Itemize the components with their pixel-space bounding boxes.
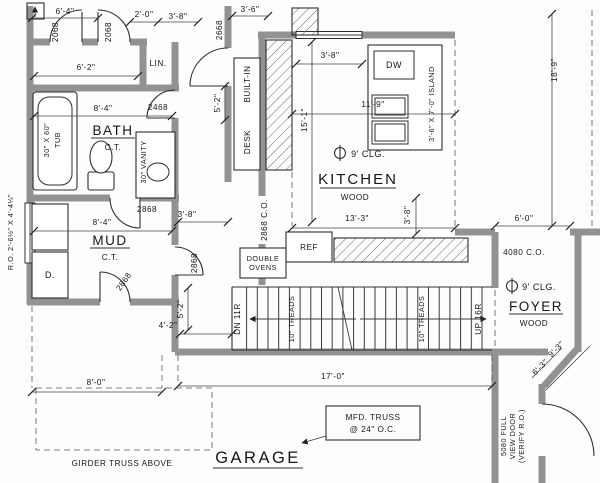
door-2668-hall: [189, 47, 229, 87]
room-mud-label: MUD: [92, 233, 127, 248]
window-ro-label: R.O. 2'-6½" X 4'-4¼": [6, 194, 15, 270]
full-view-door-label-3: (VERIFY R.O.): [517, 409, 526, 463]
kitchen-ceiling-label: 9' CLG.: [351, 149, 385, 159]
refrigerator-box: [285, 231, 333, 263]
room-bath-floor: C.T.: [105, 143, 122, 152]
desk-label: DESK: [243, 130, 252, 154]
annotations: [90, 137, 563, 469]
room-foyer-label: FOYER: [509, 299, 563, 314]
ceiling-symbol-foyer: [505, 278, 519, 294]
dim-mud-width: 8'-4": [93, 218, 112, 227]
dim-kitchen-depth: 15'-1": [300, 108, 309, 132]
truss-note-box: [301, 405, 421, 445]
ovens-label-2: OVENS: [249, 263, 277, 272]
dim-top-mid-a: 2'-0": [135, 10, 154, 19]
dim-bath-width: 8'-4": [94, 104, 113, 113]
dim-hall-width: 5'-2": [213, 94, 222, 113]
dim-kitchen-width: 11'-9": [361, 100, 384, 109]
kitchen-island: [367, 44, 443, 151]
dim-stair-run: 17'-0": [321, 372, 345, 381]
washer-dryer: [31, 203, 69, 299]
door-2868-mud-label: 2868: [137, 205, 157, 214]
stairs: [231, 286, 492, 351]
room-foyer-floor: WOOD: [520, 319, 548, 328]
dim-top-left: 6'-4": [56, 7, 75, 16]
door-2668-label: 2668: [215, 20, 224, 40]
room-kitchen-label: KITCHEN: [318, 171, 398, 188]
dim-angle-a: 9'-3": [546, 339, 566, 359]
door-2068-right: [97, 9, 131, 43]
girder-note-label: GIRDER TRUSS ABOVE: [72, 459, 173, 468]
stair-treads: [246, 287, 490, 350]
dryer-label: D.: [45, 270, 55, 280]
dim-counter-run: 13'-3": [345, 214, 369, 223]
room-garage-label: GARAGE: [215, 449, 301, 467]
built-in-desk: [233, 57, 261, 171]
linen-label: LIN.: [149, 59, 166, 68]
dim-top-mid-b: 3'-8": [169, 12, 188, 21]
dim-landing-depth: 5'-2": [176, 300, 185, 319]
dim-foyer-width: 6'-0": [515, 214, 534, 223]
dim-hall-opening: 3'-8": [178, 210, 197, 219]
door-2868-mud: [109, 197, 141, 229]
stair-break-line: [337, 286, 353, 351]
co-kitchen-label: 2868 C.O.: [260, 199, 269, 241]
stairs-up-label: UP 16R: [474, 303, 483, 335]
tub-label: TUB: [53, 132, 62, 148]
ovens-label-1: DOUBLE: [247, 254, 280, 263]
truss-note-line2: @ 24" O.C.: [350, 425, 397, 434]
door-2068-right-label: 2068: [104, 22, 113, 42]
door-2068-left-label: 2068: [51, 22, 60, 42]
dishwasher-label: DW: [386, 60, 402, 70]
vanity-label: 30" VANITY: [139, 141, 148, 184]
dim-angle-b: 6'-3": [530, 357, 550, 377]
room-mud-floor: C.T.: [102, 253, 119, 262]
door-2068-left: [49, 9, 83, 43]
co-foyer-label: 4080 C.O.: [503, 248, 545, 257]
tub-size-label: 30" X 60": [42, 123, 51, 157]
full-view-door-label-2: VIEW DOOR: [508, 413, 517, 459]
island-label: 3'-6" X 7'-0" ISLAND: [427, 66, 436, 141]
dim-closet: 6'-2": [77, 63, 96, 72]
door-2468-label: 2468: [148, 103, 168, 112]
truss-note-line1: MFD. TRUSS: [346, 413, 401, 422]
stairs-down-label: DN 11R: [233, 303, 242, 335]
labels: 6'-4" 2'-0" 3'-8" 3'-6" 6'-2" 2068 2068 …: [6, 5, 566, 468]
foyer-ceiling-label: 9' CLG.: [522, 282, 556, 292]
dim-landing-width: 4'-2": [159, 321, 178, 330]
kitchen-south-counter: [333, 237, 469, 263]
full-view-door-label-1: 5080 FULL: [499, 416, 508, 456]
door-swings: [49, 9, 595, 457]
dim-kitchen-window: 3'-8": [321, 51, 340, 60]
dim-right-side: 18'-9": [550, 58, 559, 82]
built-in-label: BUILT-IN: [243, 65, 252, 102]
refrigerator-label: REF: [300, 243, 318, 252]
door-2868-garage-label: 2868: [114, 271, 133, 293]
dim-counter-gap: 3'-8": [403, 206, 412, 225]
dimension-lines: [26, 2, 593, 451]
girder-truss-dashed-outline: [35, 387, 213, 451]
dim-garage-left: 8'-0": [87, 378, 106, 387]
fixtures: [31, 7, 469, 299]
double-ovens-box: [239, 247, 287, 279]
dim-top-right: 3'-6": [241, 5, 260, 14]
ceiling-symbol-kitchen: [333, 145, 347, 161]
toilet: [87, 140, 115, 191]
door-2868-hall-label: 2868: [190, 253, 199, 273]
room-kitchen-floor: WOOD: [341, 193, 369, 202]
vanity: [135, 131, 176, 199]
stairs-treads-upper-label: 10" TREADS: [417, 296, 426, 343]
stairs-treads-lower-label: 10" TREADS: [287, 296, 296, 343]
room-bath-label: BATH: [92, 123, 133, 138]
dim-terminator-box: [26, 2, 45, 20]
door-2868-garage: [99, 271, 131, 303]
door-2868-hall: [174, 246, 204, 276]
kitchen-west-cabinets: [265, 7, 319, 171]
bathtub: [32, 91, 78, 191]
door-5080-full-view: [541, 403, 595, 457]
